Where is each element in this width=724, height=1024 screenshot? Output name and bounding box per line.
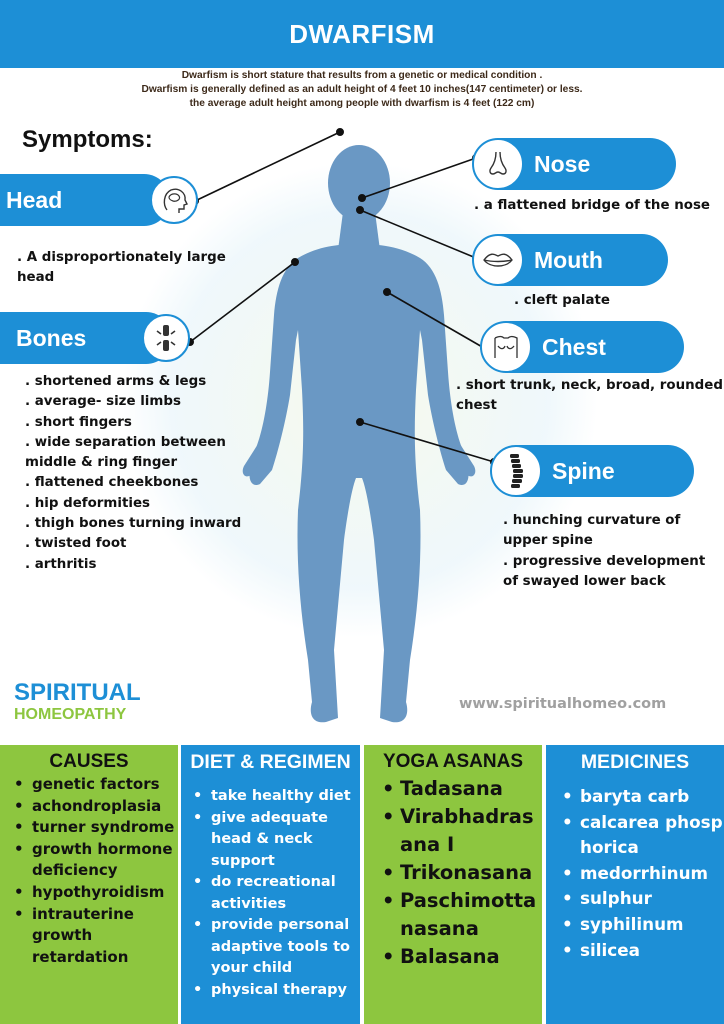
brand-line-1: SPIRITUAL	[14, 679, 141, 706]
column-title: CAUSES	[49, 751, 129, 772]
list-item: Paschimottanasana	[382, 887, 542, 943]
head-symptoms: . A disproportionately large head	[17, 248, 226, 289]
symptom-line: . thigh bones turning inward	[25, 516, 242, 532]
symptom-line: . short trunk, neck, broad, rounded	[456, 378, 723, 393]
list-item: medorrhinum	[562, 861, 724, 887]
lips-icon	[472, 234, 524, 286]
list-item: calcarea phosphorica	[562, 810, 724, 861]
brand-line-2: HOMEOPATHY	[14, 706, 127, 723]
list-item: intrauterine growth retardation	[14, 904, 178, 969]
nose-label: Nose	[534, 150, 591, 177]
symptom-line: head	[17, 270, 55, 286]
website-url[interactable]: www.spiritualhomeo.com	[459, 696, 667, 712]
causes-column: CAUSES genetic factors achondroplasia tu…	[0, 745, 178, 1024]
symptom-line: . average- size limbs	[25, 394, 181, 410]
brand-logo: SPIRITUAL HOMEOPATHY	[14, 680, 141, 724]
bones-symptoms: . shortened arms & legs . average- size …	[25, 372, 241, 575]
list-item: Balasana	[382, 943, 542, 971]
diet-regimen-column: DIET & REGIMEN take healthy diet give ad…	[181, 745, 360, 1024]
torso-icon	[480, 321, 532, 373]
list-item: physical therapy	[193, 980, 360, 1002]
column-title: DIET & REGIMEN	[190, 751, 351, 773]
list-item: genetic factors	[14, 774, 178, 796]
symptom-line: . cleft palate	[514, 293, 610, 308]
list-item: growth hormone deficiency	[14, 839, 178, 882]
diet-list: take healthy diet give adequate head & n…	[181, 786, 360, 1001]
symptom-line: . progressive development	[503, 553, 706, 569]
symptom-line: . arthritis	[25, 556, 97, 572]
page-title: DWARFISM	[289, 18, 435, 49]
symptom-line: . A disproportionately large	[17, 250, 226, 265]
mouth-label: Mouth	[534, 246, 603, 273]
intro-line: the average adult height among people wi…	[189, 98, 535, 109]
medicines-list: baryta carb calcarea phosphorica medorrh…	[546, 784, 724, 963]
symptom-line: . hunching curvature of	[503, 513, 681, 528]
intro-line: Dwarfism is short stature that results f…	[181, 70, 543, 81]
list-item: turner syndrome	[14, 817, 178, 839]
spine-symptoms: . hunching curvature of upper spine . pr…	[503, 511, 705, 592]
symptom-line: upper spine	[503, 533, 593, 549]
causes-list: genetic factors achondroplasia turner sy…	[0, 774, 178, 968]
symptom-line: middle & ring finger	[25, 455, 178, 471]
medicines-column: MEDICINES baryta carb calcarea phosphori…	[546, 745, 724, 1024]
chest-label: Chest	[542, 333, 606, 360]
spine-label: Spine	[552, 457, 615, 484]
symptom-line: . flattened cheekbones	[25, 475, 199, 491]
list-item: provide personal adaptive tools to your …	[193, 915, 360, 980]
symptom-line: . shortened arms & legs	[25, 374, 207, 389]
column-title: YOGA ASANAS	[382, 751, 524, 772]
list-item: do recreational activities	[193, 872, 360, 915]
brain-head-icon	[150, 176, 198, 224]
list-item: sulphur	[562, 886, 724, 912]
list-item: hypothyroidism	[14, 882, 178, 904]
symptom-line: . wide separation between	[25, 434, 226, 450]
list-item: syphilinum	[562, 912, 724, 938]
spine-icon	[490, 445, 542, 497]
title-banner: DWARFISM	[0, 0, 724, 68]
nose-symptoms: . a flattened bridge of the nose	[474, 196, 710, 216]
list-item: baryta carb	[562, 784, 724, 810]
symptom-line: chest	[456, 398, 497, 414]
yoga-asanas-column: YOGA ASANAS Tadasana Virabhadrasana I Tr…	[364, 745, 542, 1024]
bones-label: Bones	[16, 324, 87, 351]
list-item: achondroplasia	[14, 796, 178, 818]
yoga-list: Tadasana Virabhadrasana I Trikonasana Pa…	[364, 775, 542, 971]
mouth-symptoms: . cleft palate	[514, 291, 610, 311]
symptom-line: . hip deformities	[25, 495, 151, 511]
symptoms-heading: Symptoms:	[22, 126, 153, 153]
head-label: Head	[6, 186, 63, 213]
column-title: MEDICINES	[580, 751, 690, 773]
list-item: Virabhadrasana I	[382, 803, 542, 859]
list-item: silicea	[562, 938, 724, 964]
bone-joint-icon	[142, 314, 190, 362]
nose-icon	[472, 138, 524, 190]
head-label-pill: Head	[0, 174, 170, 226]
list-item: take healthy diet	[193, 786, 360, 808]
list-item: give adequate head & neck support	[193, 808, 360, 873]
chest-symptoms: . short trunk, neck, broad, rounded ches…	[456, 376, 723, 417]
intro-line: Dwarfism is generally defined as an adul…	[141, 84, 583, 95]
symptom-line: . a flattened bridge of the nose	[474, 198, 710, 213]
list-item: Trikonasana	[382, 859, 542, 887]
symptom-line: . short fingers	[25, 414, 132, 430]
list-item: Tadasana	[382, 775, 542, 803]
intro-text: Dwarfism is short stature that results f…	[40, 69, 684, 111]
symptom-line: . twisted foot	[25, 536, 127, 552]
symptom-line: of swayed lower back	[503, 573, 666, 589]
